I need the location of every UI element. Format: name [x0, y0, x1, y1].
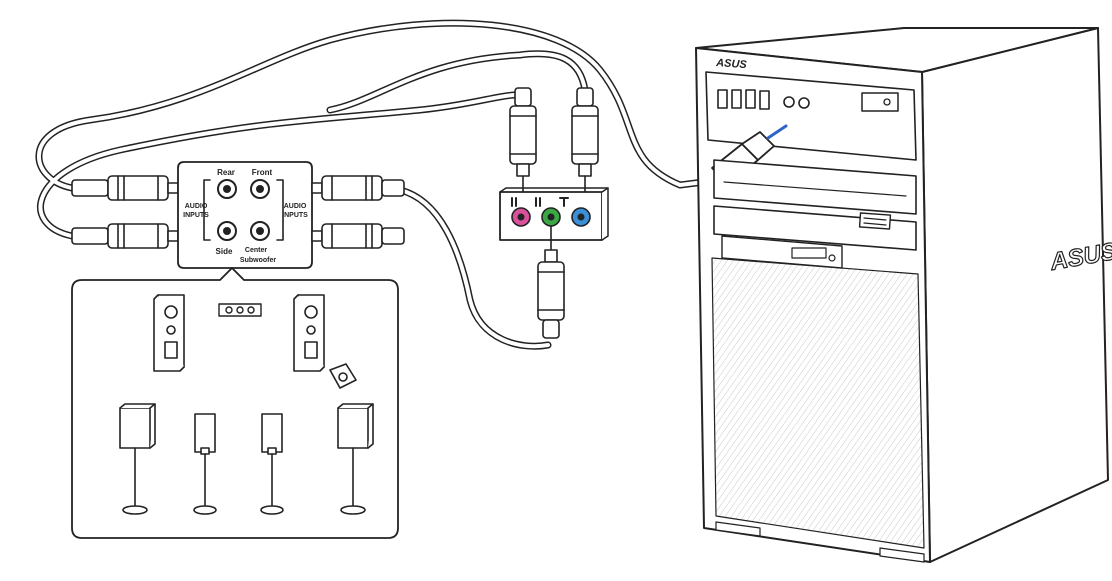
front-right-speaker	[293, 294, 325, 372]
front-left-speaker	[153, 294, 185, 372]
front-audio-jack-1	[783, 96, 795, 108]
port-icons	[511, 197, 569, 207]
plug-bottom	[537, 225, 565, 339]
label-center: Center	[245, 247, 267, 254]
power-button	[861, 92, 899, 112]
satellite-speaker-3	[260, 413, 284, 515]
label-audio-inputs-left-1: AUDIO	[185, 203, 208, 210]
speaker-layout-panel	[71, 267, 399, 539]
plug-front-right	[311, 175, 405, 201]
left-audio-plugs	[71, 175, 179, 249]
front-brand-logo: ASUS	[715, 57, 748, 71]
label-front: Front	[252, 168, 273, 177]
label-audio-inputs-right-2: INPUTS	[282, 212, 308, 219]
satellite-speaker-4	[337, 403, 374, 515]
plug-top-left	[509, 87, 537, 201]
speaker-audio-input-hub: Rear Front AUDIO INPUTS AUDIO INPUTS Sid…	[177, 161, 313, 269]
label-audio-inputs-left-2: INPUTS	[183, 212, 209, 219]
desktop-tower: ASUS ASUS	[695, 27, 1112, 563]
plug-top-right	[571, 87, 599, 201]
satellite-speaker-2	[193, 413, 217, 515]
plug-center-right	[311, 223, 405, 249]
right-audio-plugs	[311, 175, 405, 249]
satellite-speaker-1	[119, 403, 156, 515]
mini-hub-icon	[218, 303, 262, 317]
label-rear: Rear	[217, 168, 235, 177]
center-speaker	[329, 363, 357, 389]
label-subwoofer: Subwoofer	[240, 257, 276, 264]
plug-rear-left	[71, 175, 179, 201]
plug-side-left	[71, 223, 179, 249]
label-side: Side	[216, 247, 233, 256]
pc-audio-panel	[499, 87, 609, 339]
audio-cables	[35, 19, 724, 350]
front-audio-jack-2	[798, 97, 810, 109]
label-audio-inputs-right-1: AUDIO	[284, 203, 307, 210]
front-usb-ports	[717, 89, 770, 110]
